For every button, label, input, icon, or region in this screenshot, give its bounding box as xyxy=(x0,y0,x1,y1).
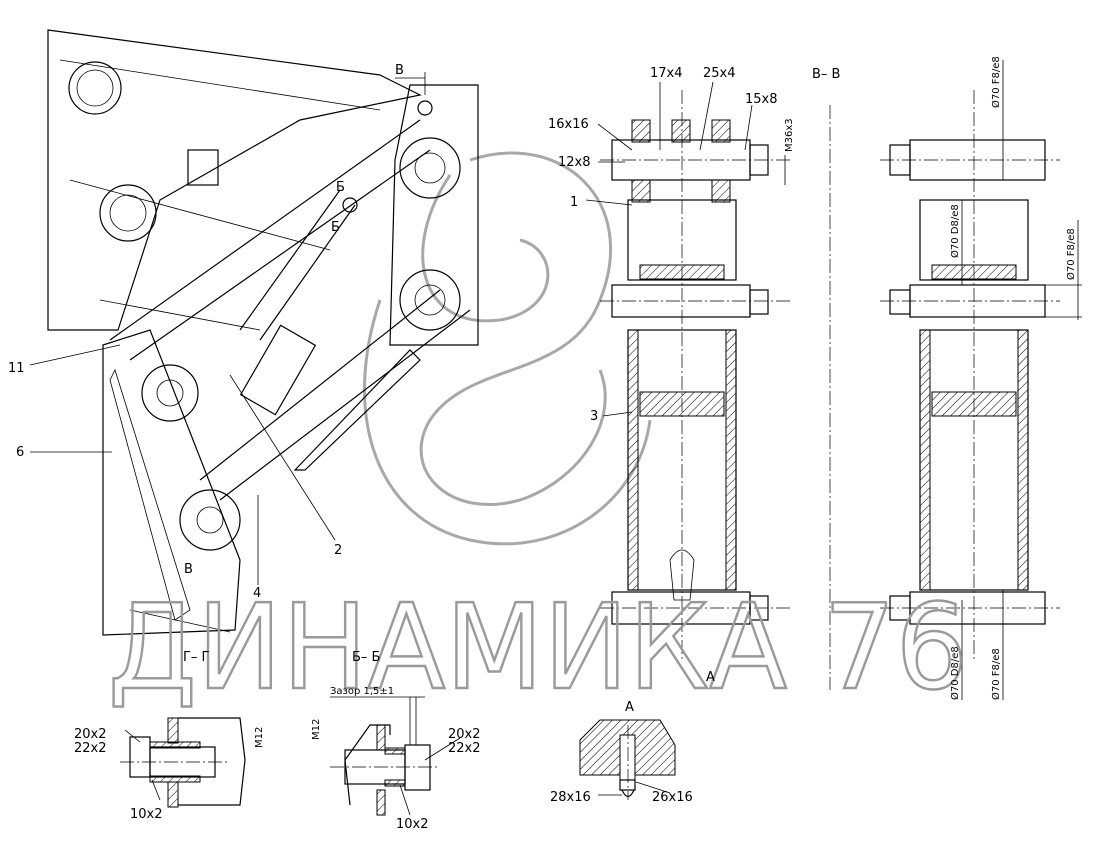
position-6: 6 xyxy=(16,445,24,460)
bb-20x2: 20x2 xyxy=(448,727,481,742)
fit-mid: Ø70 F8/e8 xyxy=(1065,228,1077,280)
fit-top: Ø70 F8/e8 xyxy=(990,56,1002,108)
gg-20x2: 20x2 xyxy=(74,727,107,742)
fit-d8-bottom: Ø70 D8/e8 xyxy=(949,646,961,700)
detail-gg xyxy=(120,717,246,808)
view-v-label: В xyxy=(395,63,404,78)
leader-lines xyxy=(29,72,786,816)
watermark-text: ДИНАМИКА 76 xyxy=(108,578,968,716)
position-11: 11 xyxy=(8,361,25,376)
section-gg-title: Г– Г xyxy=(183,650,210,665)
dim-25x4: 25x4 xyxy=(703,66,736,81)
fit-bottom: Ø70 F8/e8 xyxy=(990,648,1002,700)
detail-bb xyxy=(330,696,440,816)
section-view-right-column xyxy=(880,60,1082,700)
dim-16x16: 16x16 xyxy=(548,117,589,132)
view-b2-label: Б xyxy=(331,220,340,235)
section-view-left-column xyxy=(600,90,790,660)
bb-m12: M12 xyxy=(311,719,322,740)
gg-22x2: 22x2 xyxy=(74,741,107,756)
view-b1-label: Б xyxy=(336,180,345,195)
dim-17x4: 17x4 xyxy=(650,66,683,81)
position-3: 3 xyxy=(590,409,598,424)
dim-15x8: 15x8 xyxy=(745,92,778,107)
view-v2-label: В xyxy=(184,562,193,577)
labels: В 17x4 25x4 В– В 15x8 16x16 12x8 1 3 11 … xyxy=(8,56,1077,832)
dim-12x8: 12x8 xyxy=(558,155,591,170)
bb-22x2: 22x2 xyxy=(448,741,481,756)
watermark-logo xyxy=(362,151,652,546)
position-2: 2 xyxy=(334,543,342,558)
position-1: 1 xyxy=(570,195,578,210)
a-28x16: 28x16 xyxy=(550,790,591,805)
bb-10x2: 10x2 xyxy=(396,817,429,832)
section-vv-title: В– В xyxy=(812,67,840,82)
detail-a-title: A xyxy=(625,700,634,715)
position-4: 4 xyxy=(253,586,261,601)
callout-a: A xyxy=(706,670,715,685)
a-26x16: 26x16 xyxy=(652,790,693,805)
gg-m12: M12 xyxy=(254,727,265,748)
gg-10x2: 10x2 xyxy=(130,807,163,822)
m36x3-dim: M36x3 xyxy=(784,118,795,152)
side-view-assembly xyxy=(47,29,479,636)
gap-dimension: Зазор 1,5±1 xyxy=(330,686,394,697)
detail-a xyxy=(579,719,676,800)
fit-d8-top: Ø70 D8/e8 xyxy=(949,204,961,258)
section-bb-title: Б– Б xyxy=(352,650,380,665)
